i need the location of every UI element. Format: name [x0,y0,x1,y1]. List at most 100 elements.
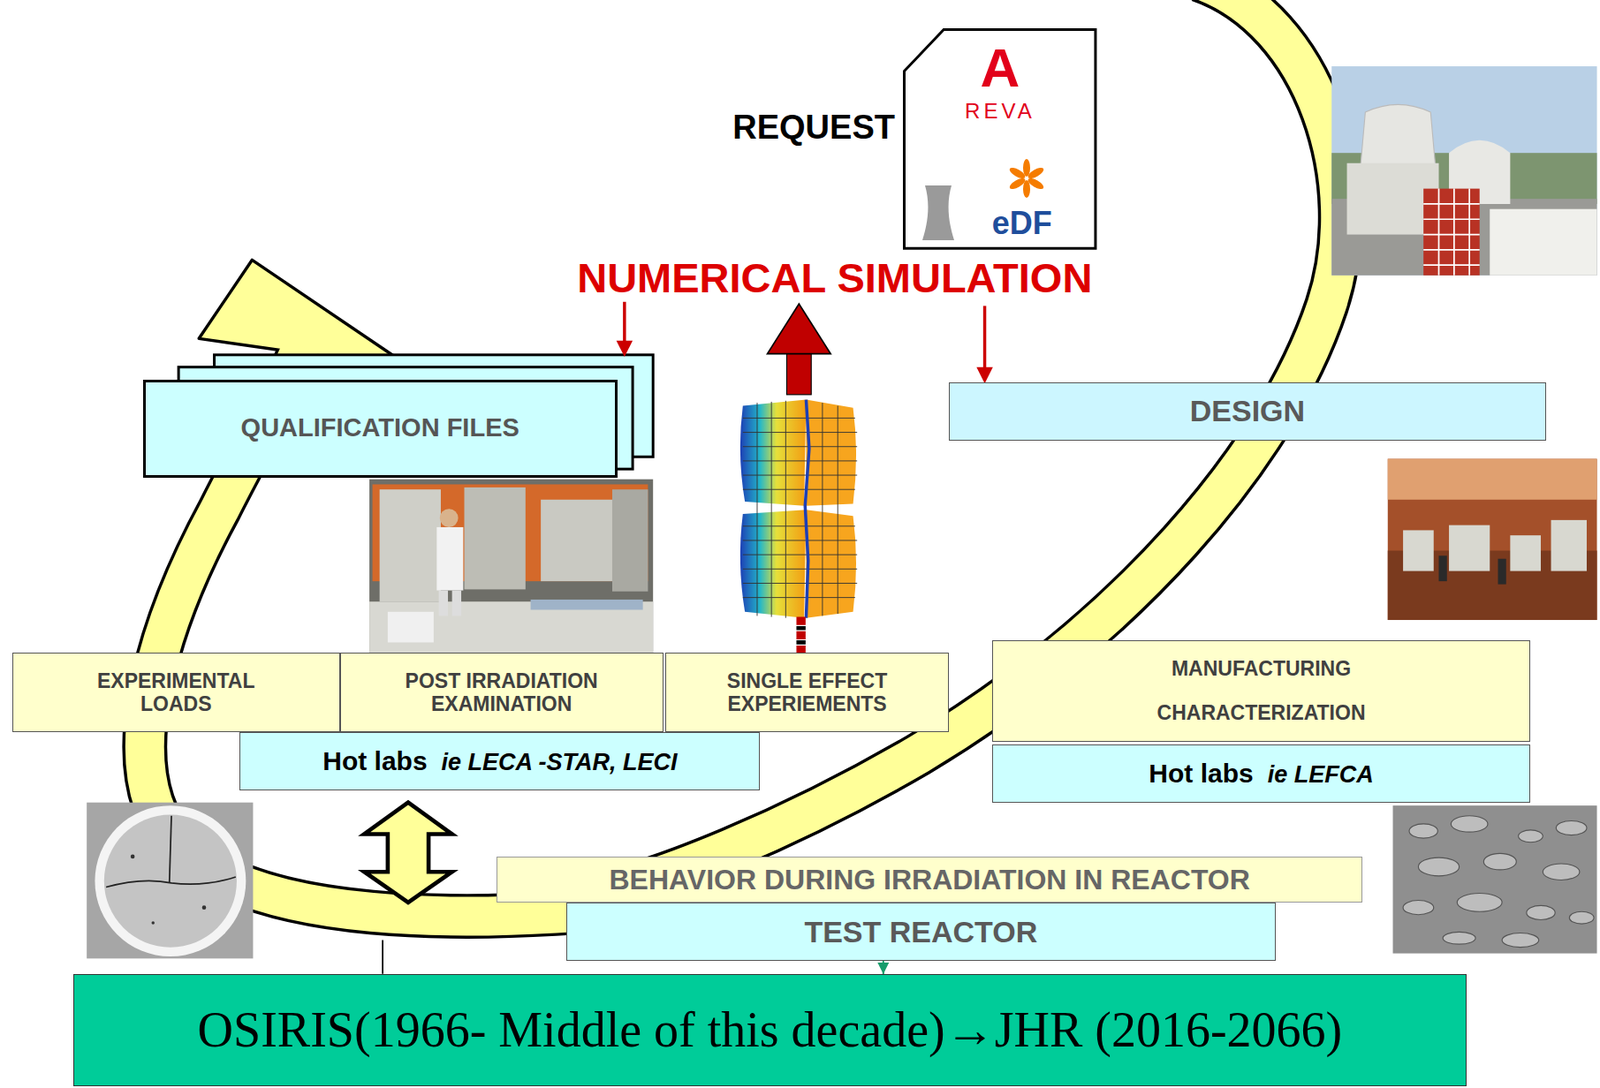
request-document: AREVAeDF [902,28,1097,251]
lab-photo [439,591,448,617]
mesh-figure [757,401,838,619]
box-text: OSIRIS(1966- Middle of this decade)→JHR … [197,1001,1343,1059]
micrograph [1526,905,1555,920]
plant-photo [1423,189,1480,276]
pellet-section [86,803,253,960]
simulation-arrow [622,302,626,343]
design-box: DESIGN [948,382,1547,441]
lab-photo [464,487,526,590]
box-text: Hot labs [1148,758,1253,790]
box-text: MANUFACTURING [1171,657,1351,681]
micrograph [1456,893,1502,912]
workshop-photo [1498,559,1507,585]
text-group: BEHAVIOR DURING IRRADIATION IN REACTOR [609,864,1251,897]
text-group: Hot labs ie LEFCA [1148,758,1373,790]
micrograph [1555,820,1587,835]
pellet-section [104,815,237,948]
leader-line [381,940,384,975]
logo-star [1008,166,1027,182]
plant-photo [1489,209,1597,276]
micrograph [1402,901,1434,916]
pellet-section [94,805,246,957]
workshop-photo [1387,459,1598,501]
pellet-section [169,816,172,884]
simulation-arrow [983,305,986,370]
box-text: ie LECA -STAR, LECI [441,749,678,777]
lab-box: Hot labs ie LECA -STAR, LECI [239,732,760,791]
logo-star [1026,166,1046,182]
files-box: QUALIFICATION FILES [143,379,618,478]
micrograph [1418,857,1459,877]
workshop-photo [1402,530,1434,571]
heading-label: NUMERICAL SIMULATION [576,257,1092,299]
mesh-figure [804,400,810,619]
logo-star [1023,159,1031,177]
workshop-photo [1439,555,1448,582]
simulation-arrow [616,341,633,357]
text-group: TEST REACTOR [803,915,1038,950]
step-box: MANUFACTURINGCHARACTERIZATION [992,640,1532,742]
pellet-section [130,855,136,860]
dashed-link [796,622,805,653]
lab-photo [369,479,653,653]
heading-label: REQUEST [732,110,895,145]
text-group: EXPERIMENTAL LOADS [87,669,265,717]
lab-photo [379,489,441,602]
lab-photo [439,508,459,528]
micrograph [1483,853,1517,870]
mesh-figure [743,417,857,598]
mesh-figure [740,400,857,619]
micrograph [1409,824,1438,839]
simulation-arrow [786,351,812,395]
text-group: OSIRIS(1966- Middle of this decade)→JHR … [197,1001,1343,1059]
document-outline [904,30,1096,250]
box-text: TEST REACTOR [803,915,1038,950]
reactor-box: TEST REACTOR [566,902,1276,962]
lab-photo [436,527,463,592]
workshop-photo [1509,535,1541,571]
pellet-section [151,921,155,925]
logo-star [1008,176,1027,192]
simulation-arrow [767,303,832,355]
workshop-photo [1387,459,1598,621]
box-text: Hot labs [322,746,427,778]
timeline-box: OSIRIS(1966- Middle of this decade)→JHR … [73,974,1467,1087]
leader-line [382,940,384,975]
flow-arrow [882,961,885,975]
simulation-arrow [616,302,994,395]
box-text: eDF [947,207,1053,240]
band-box: BEHAVIOR DURING IRRADIATION IN REACTOR [496,856,1362,903]
dashed-link [800,617,802,653]
tower-icon [922,185,955,241]
lab-photo [452,591,462,617]
micrograph [1501,932,1540,948]
micrograph [1393,805,1598,954]
exchange-arrow [363,803,452,903]
micrograph [1542,864,1580,880]
text-group: AREVAeDF [902,28,1097,251]
workshop-photo [1387,459,1598,621]
box-text: ie LEFCA [1267,761,1374,789]
text-group: DESIGN [1190,394,1305,429]
text-group: QUALIFICATION FILES [241,413,520,443]
pellet-section [86,803,253,960]
text-group: Hot labs ie LECA -STAR, LECI [322,746,677,778]
box-text: POST IRRADIATION EXAMINATION [395,669,608,717]
pellet-section [106,877,236,888]
micrograph [1442,932,1476,945]
micrograph [1569,911,1594,925]
plant-photo [1331,66,1597,276]
exchange-arrow [363,803,452,903]
lab-photo [387,612,434,644]
step-box: EXPERIMENTAL LOADS [12,652,341,733]
text-group: MANUFACTURINGCHARACTERIZATION [1157,657,1366,726]
label-slot: NUMERICAL SIMULATION [576,257,1092,299]
text-group: SINGLE EFFECT EXPERIEMENTS [712,669,903,717]
step-box: POST IRRADIATION EXAMINATION [340,652,664,733]
label-slot: REQUEST [732,110,895,145]
micrograph [1393,805,1598,954]
micrograph [1450,816,1488,833]
